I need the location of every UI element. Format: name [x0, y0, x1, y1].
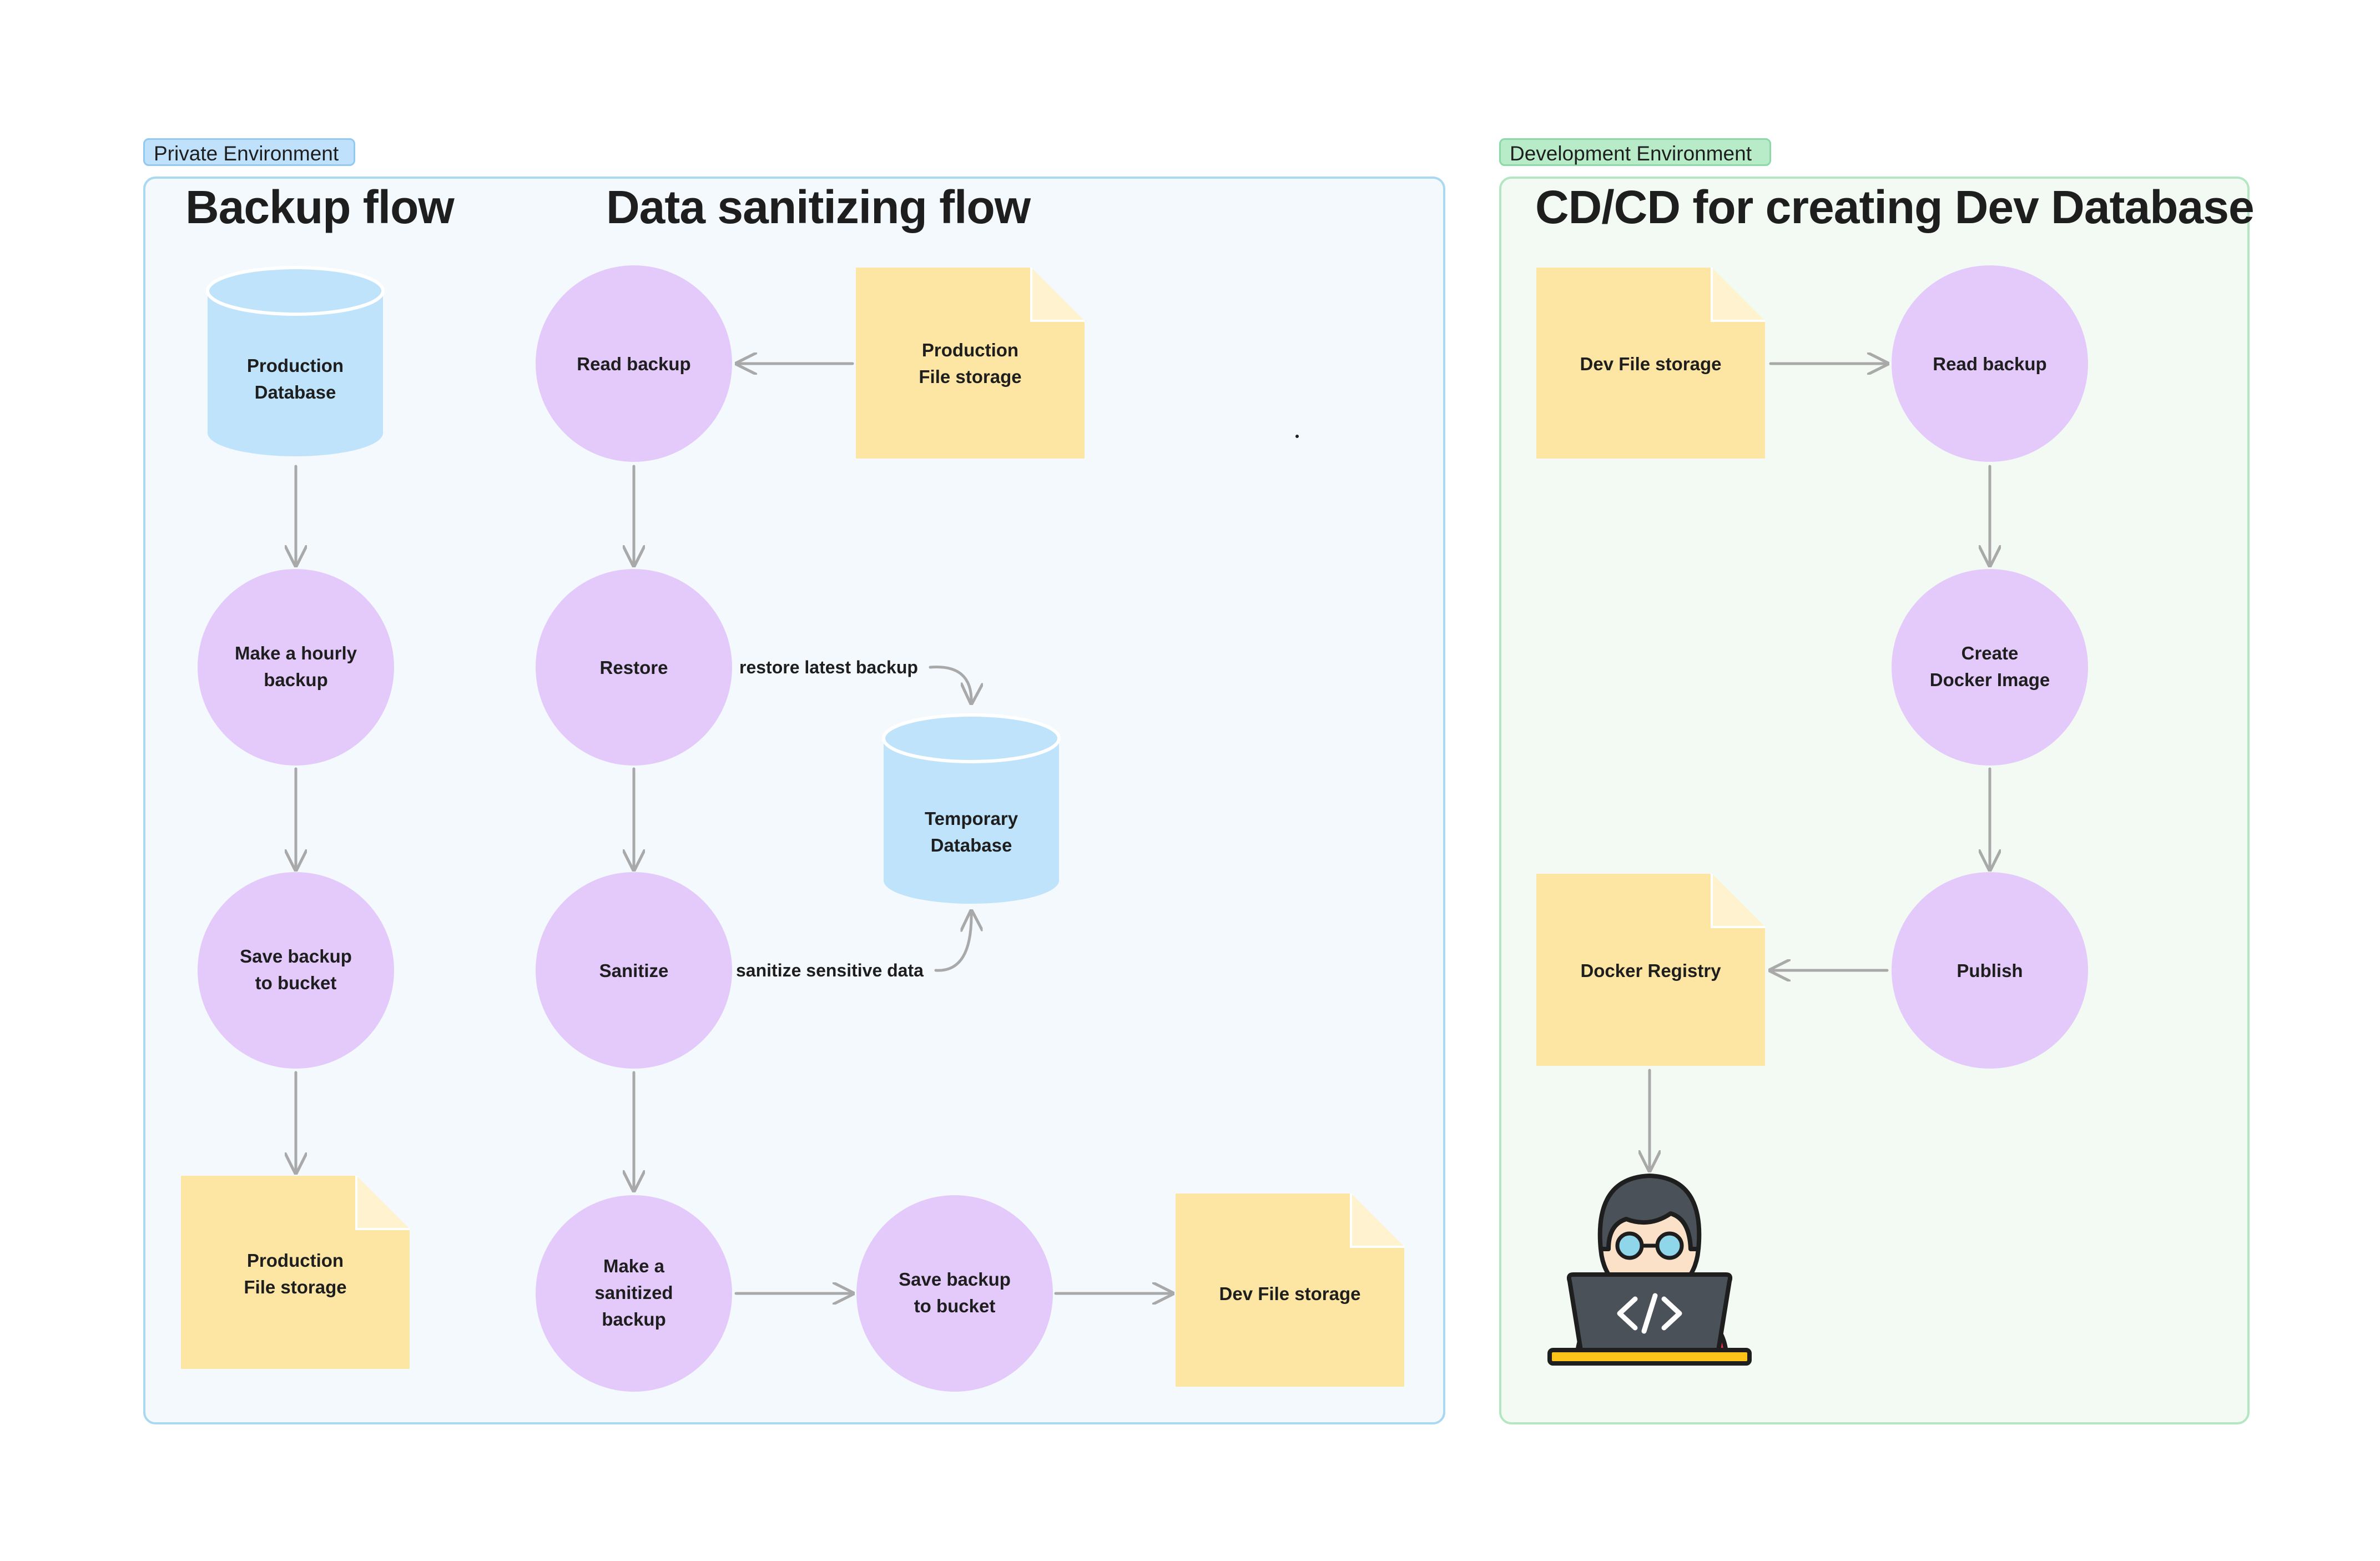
sanitizing-save-to-bucket-node: Save backup to bucket: [856, 1195, 1053, 1392]
sanitizing-dev-storage-label: Dev File storage: [1219, 1283, 1361, 1304]
arrows: [296, 364, 1990, 1293]
docker-registry-node: Docker Registry: [1536, 874, 1765, 1066]
cd-read-backup-node: Read backup: [1892, 265, 2088, 462]
cd-read-backup-label: Read backup: [1933, 354, 2046, 374]
sanitizing-save-label-2: to bucket: [914, 1296, 996, 1316]
backup-save-label-2: to bucket: [255, 973, 337, 993]
arrow-restore-to-temp-db: [929, 666, 971, 703]
sanitize-label: Sanitize: [599, 960, 669, 981]
sanitizing-storage-label-1: Production: [922, 340, 1018, 360]
create-image-label-2: Docker Image: [1930, 669, 2050, 690]
sanitizing-save-label-1: Save backup: [899, 1269, 1011, 1290]
hourly-backup-label-1: Make a hourly: [235, 643, 357, 663]
sanitized-backup-label-1: Make a: [603, 1256, 665, 1276]
backup-flow-title: Backup flow: [185, 181, 455, 233]
create-docker-image-node: Create Docker Image: [1892, 569, 2088, 766]
private-environment-tag: Private Environment: [143, 138, 355, 166]
sanitize-node: Sanitize: [536, 872, 732, 1069]
arrow-sanitize-to-temp-db: [934, 912, 971, 972]
sanitizing-read-backup-node: Read backup: [536, 265, 732, 462]
cd-dev-storage-node: Dev File storage: [1536, 268, 1765, 459]
publish-label: Publish: [1957, 960, 2023, 981]
sanitizing-flow-title: Data sanitizing flow: [606, 181, 1031, 233]
sanitized-backup-label-3: backup: [602, 1309, 666, 1330]
production-database-label-1: Production: [247, 355, 344, 376]
sanitized-backup-label-2: sanitized: [594, 1282, 673, 1303]
temporary-database-label-2: Database: [931, 835, 1012, 855]
sanitizing-read-backup-label: Read backup: [577, 354, 690, 374]
sanitizing-storage-label-2: File storage: [919, 366, 1021, 387]
sanitize-edge-label: sanitize sensitive data: [736, 960, 924, 980]
backup-storage-label-1: Production: [247, 1250, 344, 1271]
sanitizing-production-storage-node: Production File storage: [856, 268, 1085, 459]
production-database-node: Production Database: [206, 266, 385, 456]
backup-save-label-1: Save backup: [240, 946, 352, 966]
production-database-label-2: Database: [255, 382, 336, 402]
developer-laptop-icon: [1547, 1174, 1752, 1366]
cd-dev-storage-label: Dev File storage: [1580, 354, 1722, 374]
sanitizing-dev-storage-node: Dev File storage: [1176, 1194, 1404, 1387]
backup-storage-label-2: File storage: [244, 1277, 346, 1297]
restore-node: Restore: [536, 569, 732, 766]
cd-flow-title: CD/CD for creating Dev Database: [1535, 181, 2255, 233]
sanitized-backup-node: Make a sanitized backup: [536, 1195, 732, 1392]
temporary-database-label-1: Temporary: [925, 808, 1018, 829]
stray-dot: [1295, 435, 1299, 438]
backup-production-storage-node: Production File storage: [181, 1176, 410, 1369]
development-environment-tag: Development Environment: [1499, 138, 1771, 166]
create-image-label-1: Create: [1962, 643, 2019, 663]
publish-node: Publish: [1892, 872, 2088, 1069]
docker-registry-label: Docker Registry: [1580, 960, 1721, 981]
restore-edge-label: restore latest backup: [739, 657, 918, 677]
restore-label: Restore: [600, 657, 668, 678]
hourly-backup-label-2: backup: [264, 669, 328, 690]
hourly-backup-node: Make a hourly backup: [198, 569, 394, 766]
backup-save-to-bucket-node: Save backup to bucket: [198, 872, 394, 1069]
temporary-database-node: Temporary Database: [882, 713, 1061, 904]
